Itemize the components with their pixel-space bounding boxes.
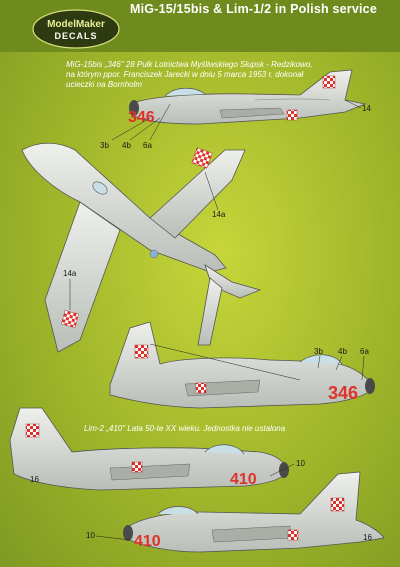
plan-wing-checkerboard-right	[191, 147, 213, 169]
brand-bottom-text: DECALS	[54, 31, 97, 41]
profile1-caption-line2: na którym ppor. Franciszek Jarecki w dni…	[66, 70, 304, 79]
profile1-aircraft: 346	[128, 69, 367, 126]
profile1-caption-unit: 28 Pułk Lotnictwa Myśliwskiego Słupsk - …	[123, 60, 313, 69]
modelmaker-logo: ModelMaker DECALS	[32, 9, 120, 49]
profile1-number: 346	[128, 109, 155, 126]
callout-3b: 3b	[100, 141, 109, 150]
callout-16-right: 16	[363, 533, 372, 542]
profile2b-aircraft: 410	[123, 471, 385, 553]
profile2-number: 410	[230, 471, 257, 488]
page-title: MiG-15/15bis & Lim-1/2 in Polish service	[130, 2, 377, 16]
plan-view-aircraft	[21, 142, 262, 353]
profile2-caption: Lim-2 „410" Lata 50-te XX wieku. Jednost…	[84, 424, 384, 433]
profile1b-aircraft: 346	[109, 321, 375, 409]
callout-14: 14	[362, 104, 371, 113]
callout-6a-b: 6a	[360, 347, 369, 356]
profile1b-fuselage-checkerboard	[195, 382, 207, 394]
profile2-fin-checkerboard	[25, 423, 40, 438]
plan-wing-checkerboard-left	[61, 310, 79, 328]
profile2-aircraft: 410	[9, 407, 289, 491]
callout-3b-b: 3b	[314, 347, 323, 356]
callout-4b-b: 4b	[338, 347, 347, 356]
callout-6a: 6a	[143, 141, 152, 150]
callout-16-left: 16	[30, 475, 39, 484]
profile2b-number: 410	[134, 533, 161, 550]
callout-14a-left: 14a	[63, 269, 77, 278]
profile1b-number: 346	[328, 383, 358, 403]
profile1-caption-line3: ucieczki na Bornholm	[66, 80, 143, 89]
brand-top-text: ModelMaker	[47, 19, 105, 30]
profile2b-fuselage-checkerboard	[287, 529, 299, 541]
callout-14a-top: 14a	[212, 210, 226, 219]
callout-4b: 4b	[122, 141, 131, 150]
profile1-fin-checkerboard	[322, 75, 336, 89]
profile2-fuselage-checkerboard	[131, 461, 143, 473]
profile2b-fin-checkerboard	[330, 497, 345, 512]
callout-10-top: 10	[296, 459, 305, 468]
profile1b-fin-checkerboard	[134, 344, 149, 359]
profile1-caption: MiG-15bis „346" 28 Pułk Lotnictwa Myśliw…	[66, 60, 326, 90]
profile2-caption-desc: Lata 50-te XX wieku. Jednostka nie ustal…	[125, 424, 286, 433]
profile1-fuselage-checkerboard	[286, 109, 298, 121]
profile2-caption-name: Lim-2 „410"	[84, 424, 126, 433]
callout-10-bottom: 10	[86, 531, 95, 540]
profile1-caption-name: MiG-15bis „346"	[66, 60, 124, 69]
